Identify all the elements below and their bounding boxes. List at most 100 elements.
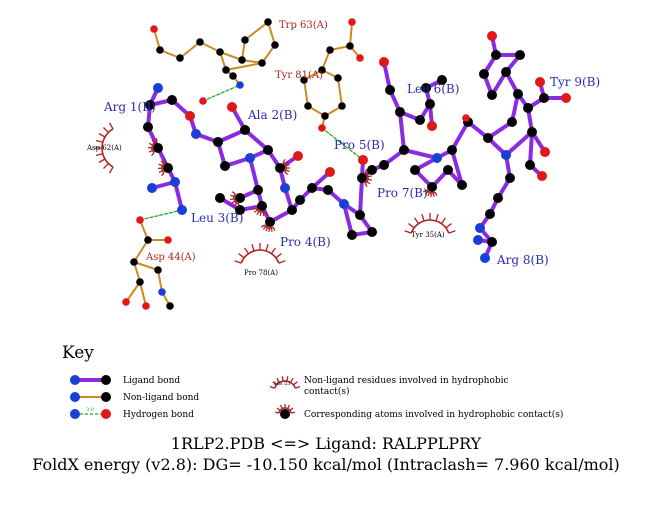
atom-carbon [304, 102, 312, 110]
atom-carbon [258, 59, 266, 67]
hydrophobic-atom-contact [157, 158, 167, 177]
atom-carbon [295, 195, 305, 205]
atom-oxygen [356, 54, 364, 62]
atom-carbon [229, 72, 237, 80]
atom-carbon [415, 115, 425, 125]
atom-carbon [421, 83, 431, 93]
atom-carbon [276, 164, 284, 172]
label-pro4: Pro 4(B) [280, 235, 331, 249]
label-pro78: Pro 78(A) [244, 269, 278, 277]
atom-carbon [487, 90, 497, 100]
atom-carbon [457, 180, 467, 190]
atom-nitrogen [158, 288, 166, 296]
atom-carbon [525, 160, 535, 170]
atom-carbon [507, 117, 517, 127]
atom-carbon [257, 201, 267, 211]
label-tyr81: Tyr 81(A) [275, 70, 323, 81]
atom-carbon [318, 66, 326, 74]
atom-carbon [367, 165, 377, 175]
key-nitrogen-atom [70, 375, 80, 385]
hydrogen-bond [202, 84, 241, 102]
atom-carbon [156, 46, 164, 54]
atom-oxygen [142, 302, 150, 310]
nonligand-bond [267, 21, 276, 46]
nonligand-bond [244, 21, 269, 41]
ligand-bond [504, 130, 534, 157]
atom-carbon [487, 237, 497, 247]
ligand-bond [450, 120, 470, 152]
atom-carbon [501, 67, 511, 77]
label-trp63: Trp 63(A) [279, 20, 328, 31]
key-atom-dot [280, 409, 290, 419]
nonligand-bond [139, 281, 147, 307]
atom-carbon [136, 278, 144, 286]
key-corresponding-atom-icon [275, 404, 295, 419]
atom-oxygen [122, 298, 130, 306]
atom-carbon [326, 46, 334, 54]
nonligand-bond [303, 79, 309, 107]
atom-carbon [287, 205, 297, 215]
atom-oxygen [185, 111, 195, 121]
atom-oxygen [150, 25, 158, 33]
atom-carbon [425, 99, 435, 109]
atom-oxygen [427, 121, 437, 131]
atom-oxygen [540, 147, 550, 157]
ligand-bond [450, 148, 464, 187]
atom-carbon [235, 193, 245, 203]
key-hbond-label: Hydrogen bond [123, 410, 194, 420]
key-nonligand-hydrophobic-label: Non-ligand residues involved in hydropho… [304, 376, 509, 386]
atom-oxygen [293, 151, 303, 161]
key-carbon-atom [101, 375, 111, 385]
atom-carbon [485, 209, 495, 219]
label-asp62: Asp 62(A) [86, 144, 122, 152]
key-hydrophobic-residue-icon [269, 376, 301, 389]
nonligand-bond [225, 62, 263, 71]
hydrophobic-atom-contact [252, 207, 268, 216]
atom-carbon [216, 48, 224, 56]
hydrophobic-atom-contact [364, 169, 372, 187]
atom-carbon [153, 143, 163, 153]
atom-oxygen [379, 57, 389, 67]
atom-carbon [437, 75, 447, 85]
atom-carbon [144, 236, 152, 244]
atom-carbon [143, 122, 153, 132]
atom-oxygen [537, 171, 547, 181]
label-leu6: Leu 6(B) [407, 82, 459, 96]
atom-carbon [130, 258, 138, 266]
atom-carbon [527, 127, 537, 137]
key-nonligand-bond-label: Non-ligand bond [123, 393, 199, 403]
atom-carbon [271, 41, 279, 49]
atom-carbon [265, 217, 275, 227]
atom-carbon [427, 182, 437, 192]
atom-carbon [338, 102, 346, 110]
atom-carbon [220, 161, 230, 171]
label-tyr35: Tyr 35(A) [411, 231, 445, 239]
label-tyr9: Tyr 9(B) [550, 75, 600, 89]
atom-carbon [263, 145, 273, 155]
atom-carbon [355, 210, 365, 220]
atom-carbon [238, 56, 246, 64]
atom-carbon [334, 74, 342, 82]
atom-carbon [213, 137, 223, 147]
key: Key Ligand bond Non-ligand bond 3.0 Hydr… [62, 343, 563, 420]
atom-nitrogen [177, 205, 187, 215]
ligand-bond [248, 156, 260, 192]
atom-carbon [491, 50, 501, 60]
atom-carbon [154, 266, 162, 274]
hydrogen-bond [321, 127, 364, 161]
atom-nitrogen [432, 153, 442, 163]
ligand-bond [402, 148, 439, 160]
label-arg1: Arg 1(B) [103, 100, 156, 114]
hydrogen-bond-layer [139, 84, 364, 221]
atom-carbon [166, 302, 174, 310]
atom-carbon [367, 227, 377, 237]
atom-carbon [410, 165, 420, 175]
atom-carbon [523, 103, 533, 113]
atom-carbon [513, 89, 523, 99]
hydrogen-bond [139, 209, 183, 221]
atom-carbon [235, 205, 245, 215]
atom-carbon [253, 185, 263, 195]
atom-carbon [145, 100, 155, 110]
key-hbond-length: 3.0 [86, 407, 94, 413]
